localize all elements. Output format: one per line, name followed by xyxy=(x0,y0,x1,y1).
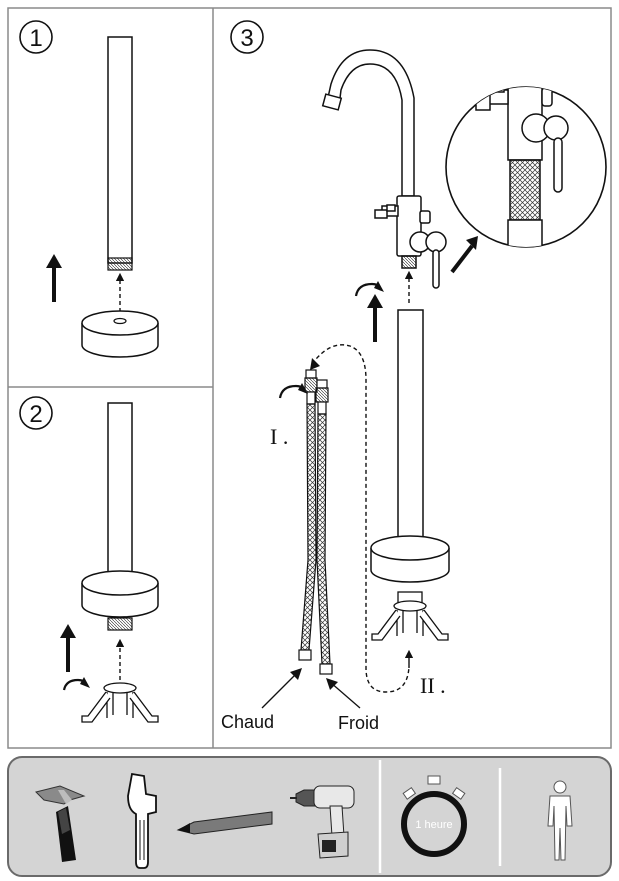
up-arrow-icon xyxy=(46,254,62,302)
diagonal-arrow-icon xyxy=(450,236,478,274)
rotate-arrow-icon xyxy=(62,677,90,691)
step-3-panel: 3 xyxy=(221,20,607,733)
hot-label-arrow xyxy=(261,668,302,709)
route-arrowhead xyxy=(310,358,320,370)
rotate-arrow-icon xyxy=(278,383,308,399)
faucet-body xyxy=(321,49,447,289)
hot-label: Chaud xyxy=(221,712,274,732)
step-1-panel: 1 xyxy=(19,20,159,358)
cold-water-hose xyxy=(315,379,333,675)
riser-pipe xyxy=(107,402,133,589)
zoom-detail-circle xyxy=(445,86,607,248)
panel-frame xyxy=(7,7,612,749)
pipe-thread xyxy=(107,617,133,631)
rotate-arrow-icon xyxy=(354,281,384,297)
riser-pipe xyxy=(370,309,450,583)
base-collar xyxy=(81,570,159,618)
adjustable-wrench-icon xyxy=(127,772,157,869)
hammer-icon xyxy=(35,785,86,862)
svg-text:3: 3 xyxy=(240,25,253,52)
up-arrow-icon xyxy=(60,624,76,672)
up-arrow-icon xyxy=(367,294,383,342)
person-icon xyxy=(547,780,573,861)
floor-mount-bracket xyxy=(81,682,159,723)
cordless-drill-icon xyxy=(290,785,355,859)
step-1-number-badge: 1 xyxy=(19,20,53,54)
riser-pipe xyxy=(107,36,133,271)
floor-mount-bracket xyxy=(371,591,449,641)
step-2-panel: 2 xyxy=(19,396,159,723)
step-3-number-badge: 3 xyxy=(230,20,264,54)
time-label: 1 heure xyxy=(415,819,452,831)
hose-one-label: I . xyxy=(270,424,288,449)
hot-water-hose xyxy=(298,369,318,661)
step-2-number-badge: 2 xyxy=(19,396,53,430)
svg-text:2: 2 xyxy=(29,401,42,428)
svg-text:1: 1 xyxy=(29,25,42,52)
base-collar xyxy=(81,310,159,358)
stopwatch-icon: 1 heure xyxy=(401,775,467,857)
pencil-icon xyxy=(176,811,273,835)
hose-two-label: II . xyxy=(420,673,446,698)
cold-label: Froid xyxy=(338,713,379,733)
cold-label-arrow xyxy=(326,678,361,709)
tools-bar: 1 heure xyxy=(7,756,612,877)
